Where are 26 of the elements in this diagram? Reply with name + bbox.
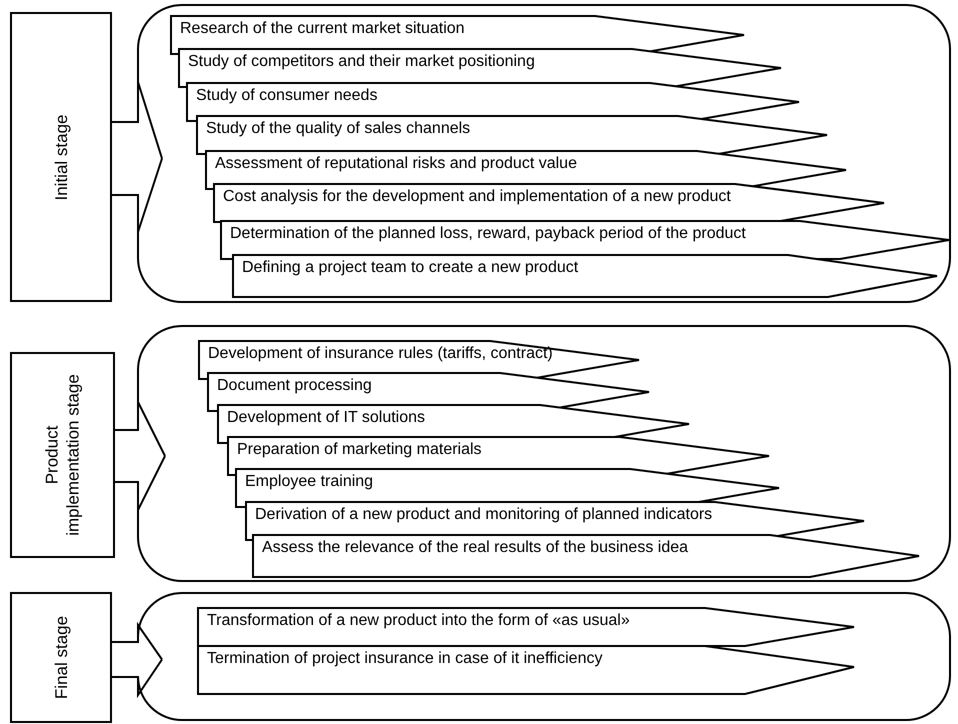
- step-text: Employee training: [245, 472, 374, 492]
- stage-box: [10, 592, 112, 723]
- step-text: Study of competitors and their market positioning: [188, 52, 535, 72]
- stage-label: Initial stage: [50, 113, 72, 202]
- step-text: Cost analysis for the development and implementation of a new product: [223, 187, 731, 207]
- step-text: Defining a project team to create a new product: [242, 258, 578, 278]
- stage-label: Product implementation stage: [42, 373, 84, 538]
- step-text: Development of IT solutions: [227, 408, 426, 428]
- step-text: Derivation of a new product and monitoring of planned indicators: [255, 505, 712, 525]
- step-text: Development of insurance rules (tariffs, contract): [208, 344, 553, 364]
- step-text: Assessment of reputational risks and product value: [215, 154, 577, 174]
- block-arrow: [111, 622, 163, 696]
- step-text: Research of the current market situation: [180, 19, 465, 39]
- block-arrow: [114, 401, 166, 511]
- step-text: Study of the quality of sales channels: [206, 119, 470, 139]
- step-text: Transformation of a new product into the form of «as usual»: [207, 611, 630, 631]
- step-text: Document processing: [217, 376, 372, 396]
- step-text: Assess the relevance of the real results of the business idea: [262, 538, 688, 558]
- step-text: Study of consumer needs: [196, 86, 378, 106]
- stage-box: [10, 12, 112, 302]
- stage-box: [10, 352, 115, 558]
- step-text: Termination of project insurance in case of it inefficiency: [207, 649, 602, 669]
- step-text: Determination of the planned loss, reward, payback period of the product: [230, 224, 746, 244]
- stage-label: Final stage: [50, 614, 72, 702]
- block-arrow: [111, 81, 163, 233]
- step-text: Preparation of marketing materials: [237, 440, 482, 460]
